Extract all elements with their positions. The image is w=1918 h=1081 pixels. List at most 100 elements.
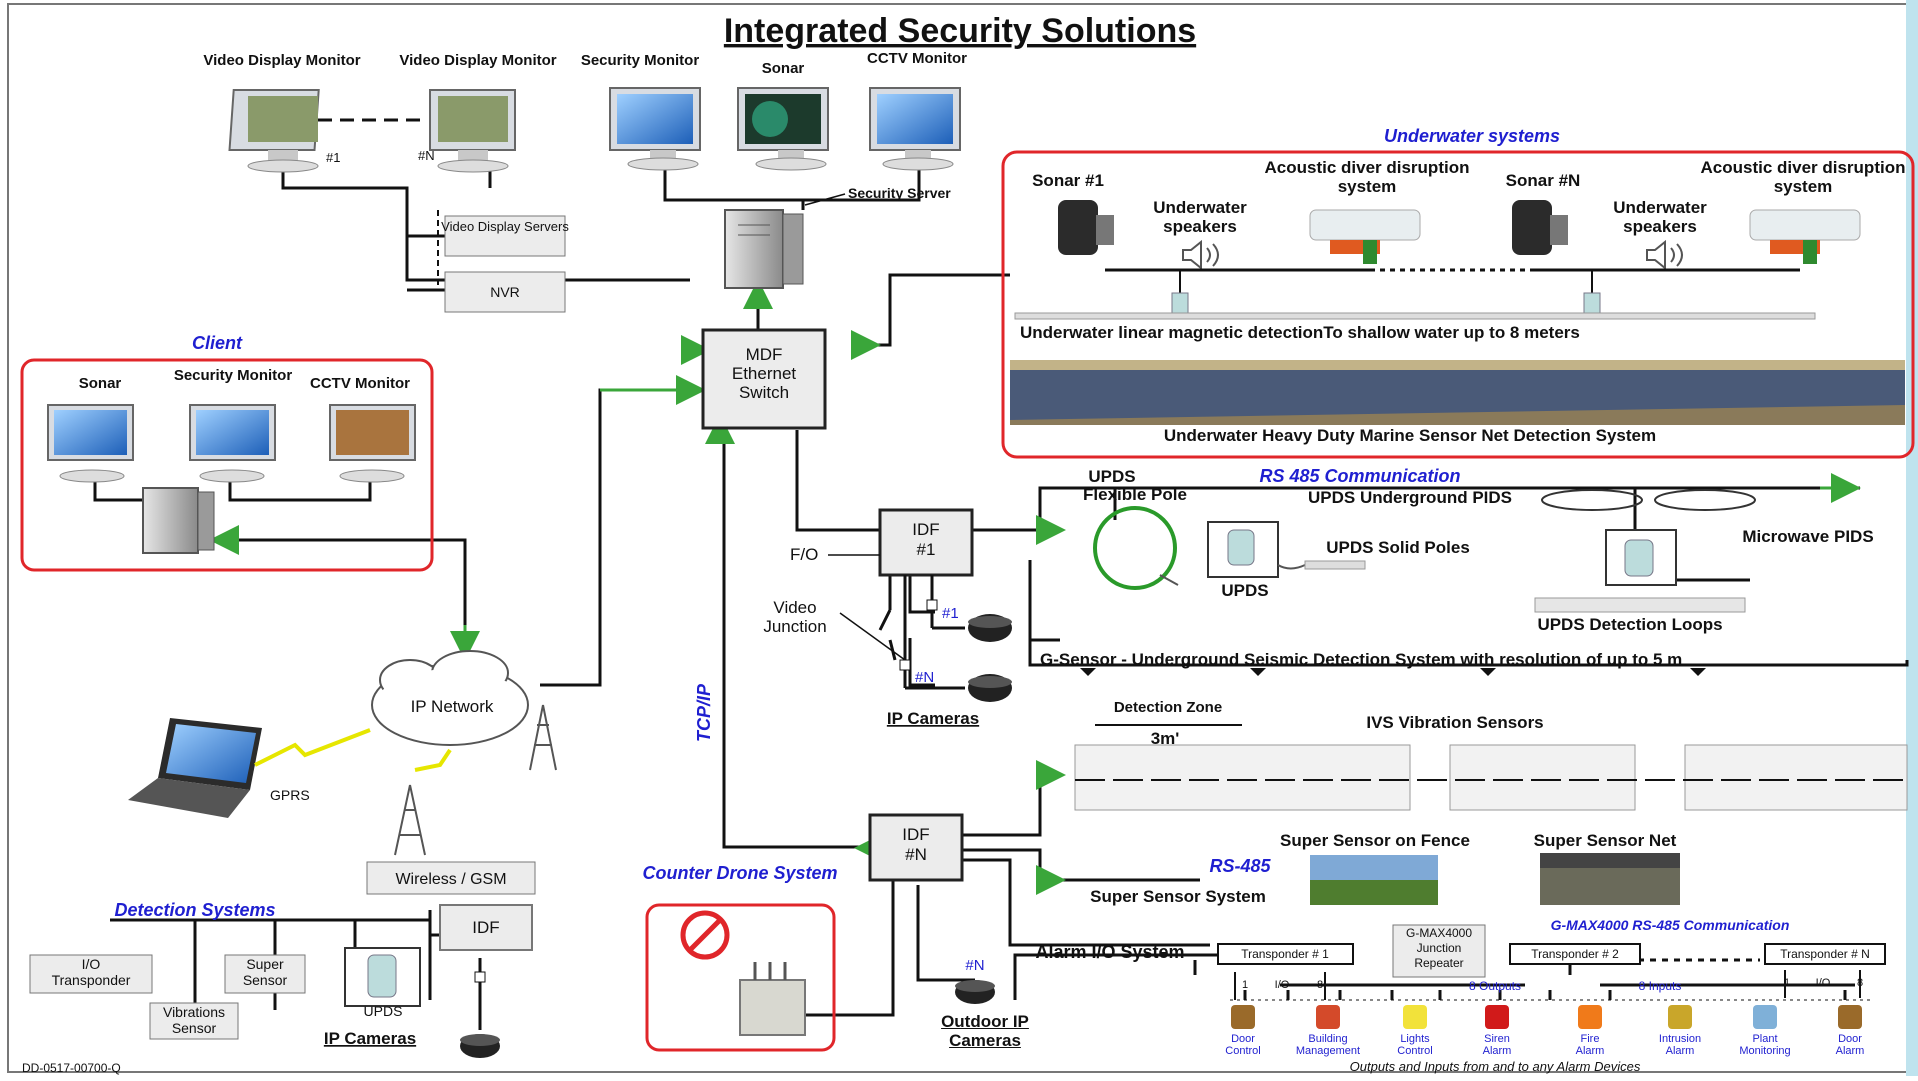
alarm-device-5-label: Alarm: [1576, 1045, 1605, 1057]
io1-n1: 1: [1242, 979, 1248, 991]
alarm-device-1-icon: [1231, 1005, 1255, 1029]
vdmN-number: #N: [418, 148, 435, 163]
io-transponder-box: [29, 954, 153, 994]
transponder1-box: [1217, 943, 1354, 965]
cell-tower-left: [394, 784, 426, 856]
ioN-n1: 1: [1784, 977, 1790, 989]
alarm-device-5-label: Fire: [1581, 1033, 1600, 1045]
acousticN-device: [1749, 209, 1861, 264]
sensor-net-label: Underwater Heavy Duty Marine Sensor Net …: [1164, 426, 1656, 445]
super-sensor-net-label: Super Sensor Net: [1534, 831, 1677, 850]
outdoor-cameras-label: Outdoor IP Cameras: [941, 1012, 1029, 1050]
solid-pole-lead: [1277, 564, 1306, 570]
detection-loops-strip: [1534, 597, 1746, 613]
net-photo: [1540, 853, 1680, 905]
counter-drone-box: [645, 903, 836, 1052]
transponder1-label: Transponder # 1: [1241, 947, 1329, 961]
ip-network-cloud: [371, 650, 529, 746]
mdf-switch-box: [701, 328, 827, 430]
flexible-pole-coil: [1093, 506, 1177, 590]
acousticN-wrap: Acoustic diver disruption system: [1700, 158, 1906, 196]
gmax-comm-label: G-MAX4000 RS-485 Communication: [1551, 917, 1790, 933]
alarm-device-1-label: Control: [1225, 1045, 1260, 1057]
wireless-label: Wireless / GSM: [395, 871, 506, 888]
footer-code: DD-0517-00700-Q: [22, 1061, 121, 1075]
upds-sensor: [1227, 529, 1255, 566]
cctv-monitor: [869, 87, 961, 171]
solid-pole-strip: [1304, 560, 1366, 570]
outdoor-cameras-wrap: Outdoor IP Cameras: [941, 1012, 1029, 1050]
sensorN-node: [1583, 292, 1601, 314]
linear-cable: [1014, 312, 1816, 320]
counter-drone-label: Counter Drone System: [642, 864, 838, 883]
tcpip-label: TCP/IP: [694, 683, 714, 742]
ip-cameras-label: IP Cameras: [887, 709, 979, 728]
sensor1-node: [1171, 292, 1189, 314]
alarm-device-labels: DoorControlBuildingManagementLightsContr…: [1225, 1033, 1864, 1057]
alarm-device-3-label: Control: [1397, 1045, 1432, 1057]
sensor-net-image: [1010, 360, 1905, 425]
security-server-pointer: [804, 193, 846, 206]
detection-upds-sensor: [367, 954, 397, 998]
vdm1-label: Video Display Monitor: [203, 52, 360, 69]
super-sensor-box: [224, 954, 306, 994]
detection-idf-box: [439, 904, 533, 951]
alarm-device-1-label: Door: [1231, 1033, 1255, 1045]
cell-tower-right: [529, 704, 557, 771]
video-display-servers-label: Video Display Servers: [441, 219, 569, 234]
gmax-box: [1392, 924, 1486, 978]
alarm-device-5-icon: [1578, 1005, 1602, 1029]
vibrations-label: Vibrations Sensor: [162, 1004, 225, 1036]
acousticN-label: Acoustic diver disruption system: [1700, 158, 1906, 196]
upds-top-label: UPDS: [1088, 467, 1135, 486]
video-display-monitor-n: [429, 89, 516, 173]
ip-network-label: IP Network: [411, 697, 494, 716]
alarm-device-4-icon: [1485, 1005, 1509, 1029]
rs485-label: RS-485: [1209, 856, 1271, 876]
sonar-top-label: Sonar: [762, 60, 805, 77]
client-cctv-monitor: [329, 404, 416, 483]
no-drone-icon: [680, 910, 730, 960]
alarm-device-icons: [1231, 1005, 1862, 1029]
gsensor-label: G-Sensor - Underground Seismic Detection…: [1040, 650, 1682, 669]
gsensor-drops: [1080, 668, 1706, 676]
sonar1-device: [1058, 200, 1114, 255]
detection-systems-title: Detection Systems: [114, 900, 275, 920]
diagram-title: Integrated Security Solutions: [724, 12, 1196, 50]
fence-photo: [1310, 855, 1438, 905]
client-security-label: Security Monitor: [174, 367, 293, 384]
right-edge: [1906, 0, 1918, 1076]
client-sonar-label: Sonar: [79, 375, 122, 392]
alarm-footer: Outputs and Inputs from and to any Alarm…: [1350, 1059, 1641, 1074]
alarm-device-2-label: Management: [1296, 1045, 1360, 1057]
linear-label: Underwater linear magnetic detectionTo s…: [1020, 323, 1580, 342]
microwave-label: Microwave PIDS: [1742, 527, 1873, 546]
wireless-box: [366, 861, 536, 895]
idfN-wrap: IDF #N: [902, 825, 929, 864]
detection-idf-label: IDF: [472, 918, 499, 937]
security-monitor-label: Security Monitor: [581, 52, 700, 69]
gmax-label: G-MAX4000 Junction Repeater: [1405, 926, 1473, 970]
alarm-device-7-label: Monitoring: [1739, 1045, 1790, 1057]
acoustic1-wrap: Acoustic diver disruption system: [1265, 158, 1470, 196]
vibrations-wrap: Vibrations Sensor: [162, 1004, 225, 1036]
mdf-switch-label: MDF Ethernet Switch: [731, 345, 797, 402]
upds-underground-wrap: UPDS Underground PIDS: [1308, 488, 1512, 507]
client-server: [142, 487, 215, 554]
vdm1-number: #1: [326, 150, 340, 165]
client-title: Client: [192, 333, 243, 353]
ip-camera-n-icon: [968, 674, 1012, 702]
super-sensor-system-label: Super Sensor System: [1090, 887, 1266, 906]
video-junction-label: Video Junction: [763, 598, 827, 636]
video-junction-wrap: Video Junction: [763, 598, 827, 636]
ip-camera-1-icon: [968, 614, 1012, 642]
detection-junction: [474, 971, 486, 983]
alarm-device-8-label: Door: [1838, 1033, 1862, 1045]
sonar1-label: Sonar #1: [1032, 171, 1104, 190]
flexible-pole-lead: [1159, 574, 1179, 586]
speakers1-label: Underwater speakers: [1153, 198, 1247, 236]
detection-camera-icon: [460, 1034, 500, 1058]
alarm-device-4-label: Alarm: [1483, 1045, 1512, 1057]
laptop-icon: [128, 718, 262, 818]
speakerN-icon: [1646, 239, 1683, 271]
